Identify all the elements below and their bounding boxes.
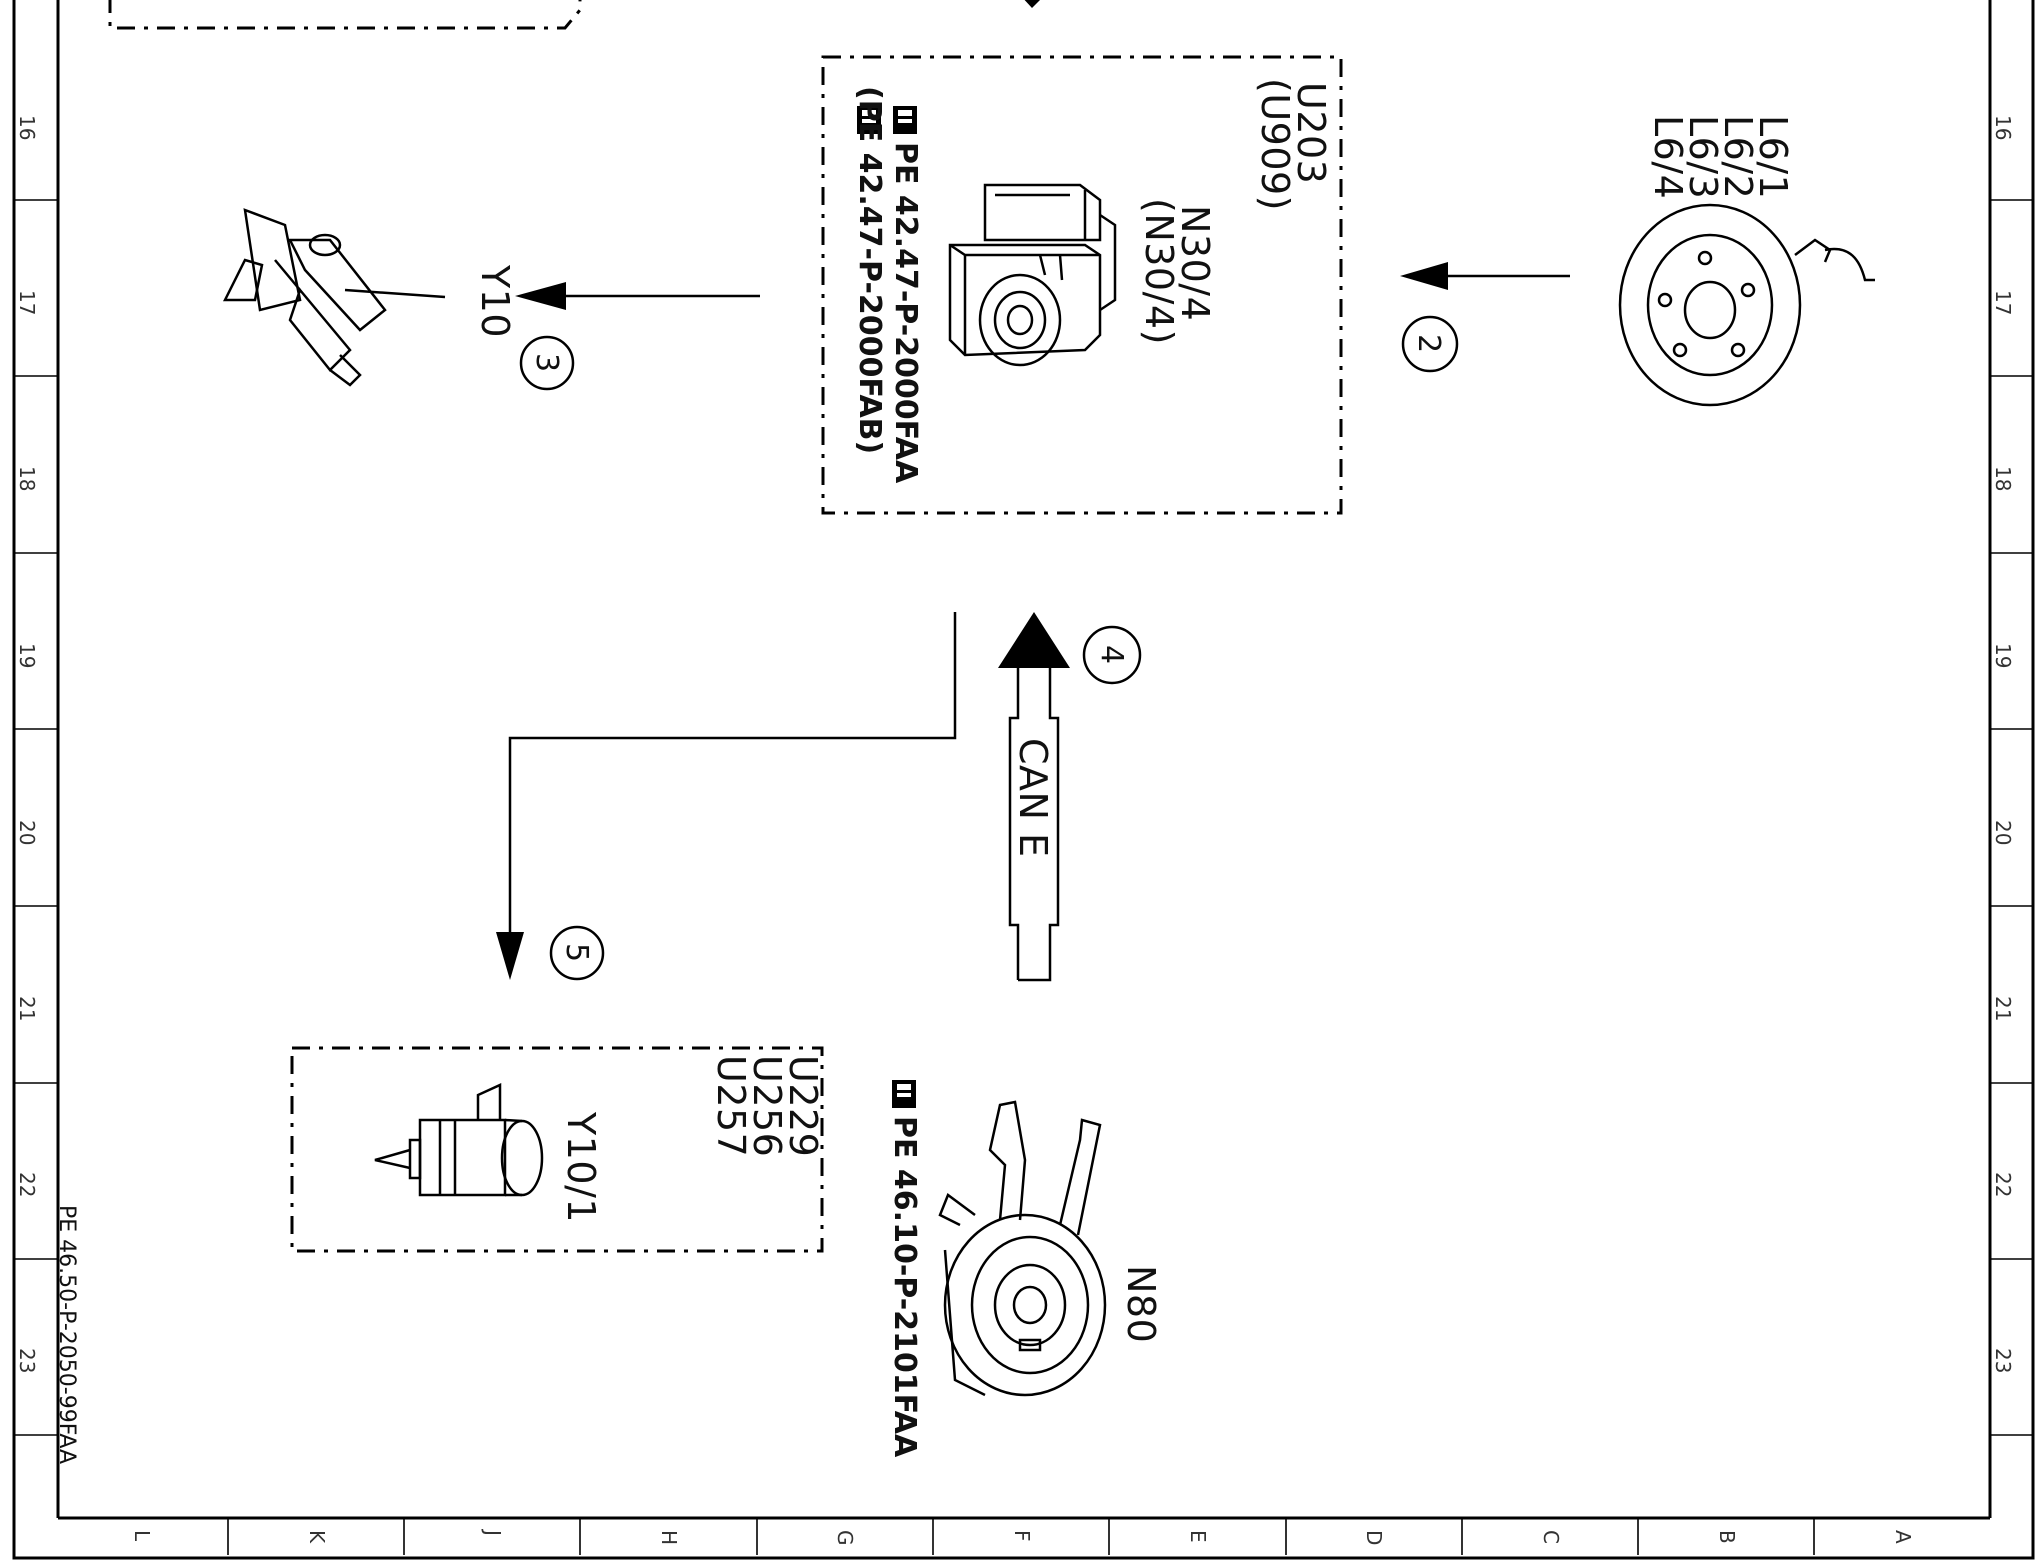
column-label: G <box>833 1530 857 1546</box>
left-row-labels: 16 17 18 19 20 21 22 23 <box>15 115 39 1373</box>
row-label-right: 17 <box>1991 290 2015 315</box>
valve-y10-icon <box>222 208 387 387</box>
column-label: H <box>657 1530 681 1545</box>
right-row-labels: 16 17 18 19 20 21 22 23 <box>1991 115 2015 1373</box>
column-label: C <box>1539 1530 1563 1544</box>
valve-y10-1-variant-labels: U229 U256 U257 <box>709 1055 825 1157</box>
row-label-right: 19 <box>1991 643 2015 668</box>
hand-pointer-icon <box>893 106 917 134</box>
sensor-label: L6/3 <box>1681 115 1725 199</box>
component-code-n30-4-alt: (N30/4) <box>1137 198 1181 345</box>
switch-n80-ref: PE 46.10-P-2101FAA <box>887 1116 922 1458</box>
esp-ref-alternate: (PE 42.47-P-2000FAB) <box>852 86 887 454</box>
step-number: 3 <box>529 353 564 372</box>
partial-dashed-box <box>108 0 582 30</box>
column-label: B <box>1715 1530 1739 1544</box>
signal-line-to-y10-1 <box>508 612 957 940</box>
drawing-frame <box>12 0 2035 1560</box>
esp-unit-references: PE 42.47-P-2000FAA (PE 42.47-P-2000FAB) <box>852 86 923 484</box>
row-label-left: 21 <box>15 996 39 1021</box>
switch-n80-label: N80 <box>1119 1265 1163 1343</box>
sensor-label: L6/4 <box>1646 115 1690 199</box>
column-label: A <box>1891 1530 1915 1544</box>
step-number: 2 <box>1411 334 1446 353</box>
can-bus-arrowhead <box>998 612 1070 668</box>
sensor-label: L6/2 <box>1716 115 1760 199</box>
row-label-left: 17 <box>15 290 39 315</box>
valve-y10-1-box <box>290 1046 824 1253</box>
steering-column-switch-icon <box>938 1100 1107 1397</box>
wheel-sensor-icon <box>1618 203 1875 407</box>
esp-unit-box <box>821 55 1343 515</box>
variant-label-u909: (U909) <box>1253 78 1297 211</box>
row-label-left: 16 <box>15 115 39 140</box>
pointer-line-y10 <box>344 288 446 299</box>
variant-label: U229 <box>781 1055 825 1157</box>
column-label: E <box>1186 1530 1210 1543</box>
row-label-left: 18 <box>15 466 39 491</box>
column-label: F <box>1010 1530 1034 1542</box>
arrowhead-down <box>496 932 524 980</box>
step-number: 4 <box>1094 645 1129 664</box>
step-marker-4: 4 <box>1082 625 1142 685</box>
can-bus-arrow <box>1008 668 1060 982</box>
row-label-right: 23 <box>1991 1348 2015 1373</box>
step-marker-2: 2 <box>1401 315 1459 373</box>
arrowhead-left <box>515 282 566 310</box>
variant-label-u203: U203 <box>1289 82 1333 184</box>
row-label-left: 23 <box>15 1348 39 1373</box>
row-label-left: 22 <box>15 1172 39 1197</box>
valve-y10-label: Y10 <box>473 264 517 338</box>
esp-unit-variant-labels: U203 (U909) N30/4 (N30/4) <box>1137 78 1333 345</box>
row-label-right: 16 <box>1991 115 2015 140</box>
sensor-label: L6/1 <box>1751 115 1795 199</box>
step-marker-5: 5 <box>549 925 605 981</box>
valve-y10-1-icon <box>374 1083 544 1197</box>
sensor-labels: L6/1 L6/2 L6/3 L6/4 <box>1646 115 1795 199</box>
column-label: K <box>305 1530 329 1544</box>
variant-label: U257 <box>709 1055 753 1157</box>
column-label: J <box>481 1528 505 1536</box>
row-label-right: 20 <box>1991 820 2015 845</box>
hand-pointer-icon <box>857 106 881 134</box>
row-label-right: 22 <box>1991 1172 2015 1197</box>
column-label: L <box>130 1530 154 1542</box>
variant-label: U256 <box>745 1055 789 1157</box>
can-bus-label: CAN E <box>1011 738 1055 858</box>
top-arrowhead <box>1024 0 1040 8</box>
esp-hydraulic-unit-icon <box>948 183 1117 367</box>
step-number: 5 <box>559 943 594 962</box>
switch-n80-reference: PE 46.10-P-2101FAA <box>887 1080 922 1458</box>
esp-ref-primary: PE 42.47-P-2000FAA <box>888 142 923 484</box>
doc-reference: PE 46.50-P-2050-99FAA <box>54 1205 79 1464</box>
column-label: D <box>1362 1530 1386 1545</box>
row-label-left: 19 <box>15 643 39 668</box>
step-marker-3: 3 <box>519 335 575 391</box>
row-label-right: 21 <box>1991 996 2015 1021</box>
component-code-n30-4: N30/4 <box>1173 205 1217 321</box>
valve-y10-1-label: Y10/1 <box>559 1111 603 1223</box>
hand-pointer-icon <box>892 1080 916 1108</box>
row-label-left: 20 <box>15 820 39 845</box>
bottom-column-labels: L K J H G F E D C B A <box>130 1528 1915 1546</box>
row-label-right: 18 <box>1991 466 2015 491</box>
arrowhead-left <box>1400 262 1448 290</box>
